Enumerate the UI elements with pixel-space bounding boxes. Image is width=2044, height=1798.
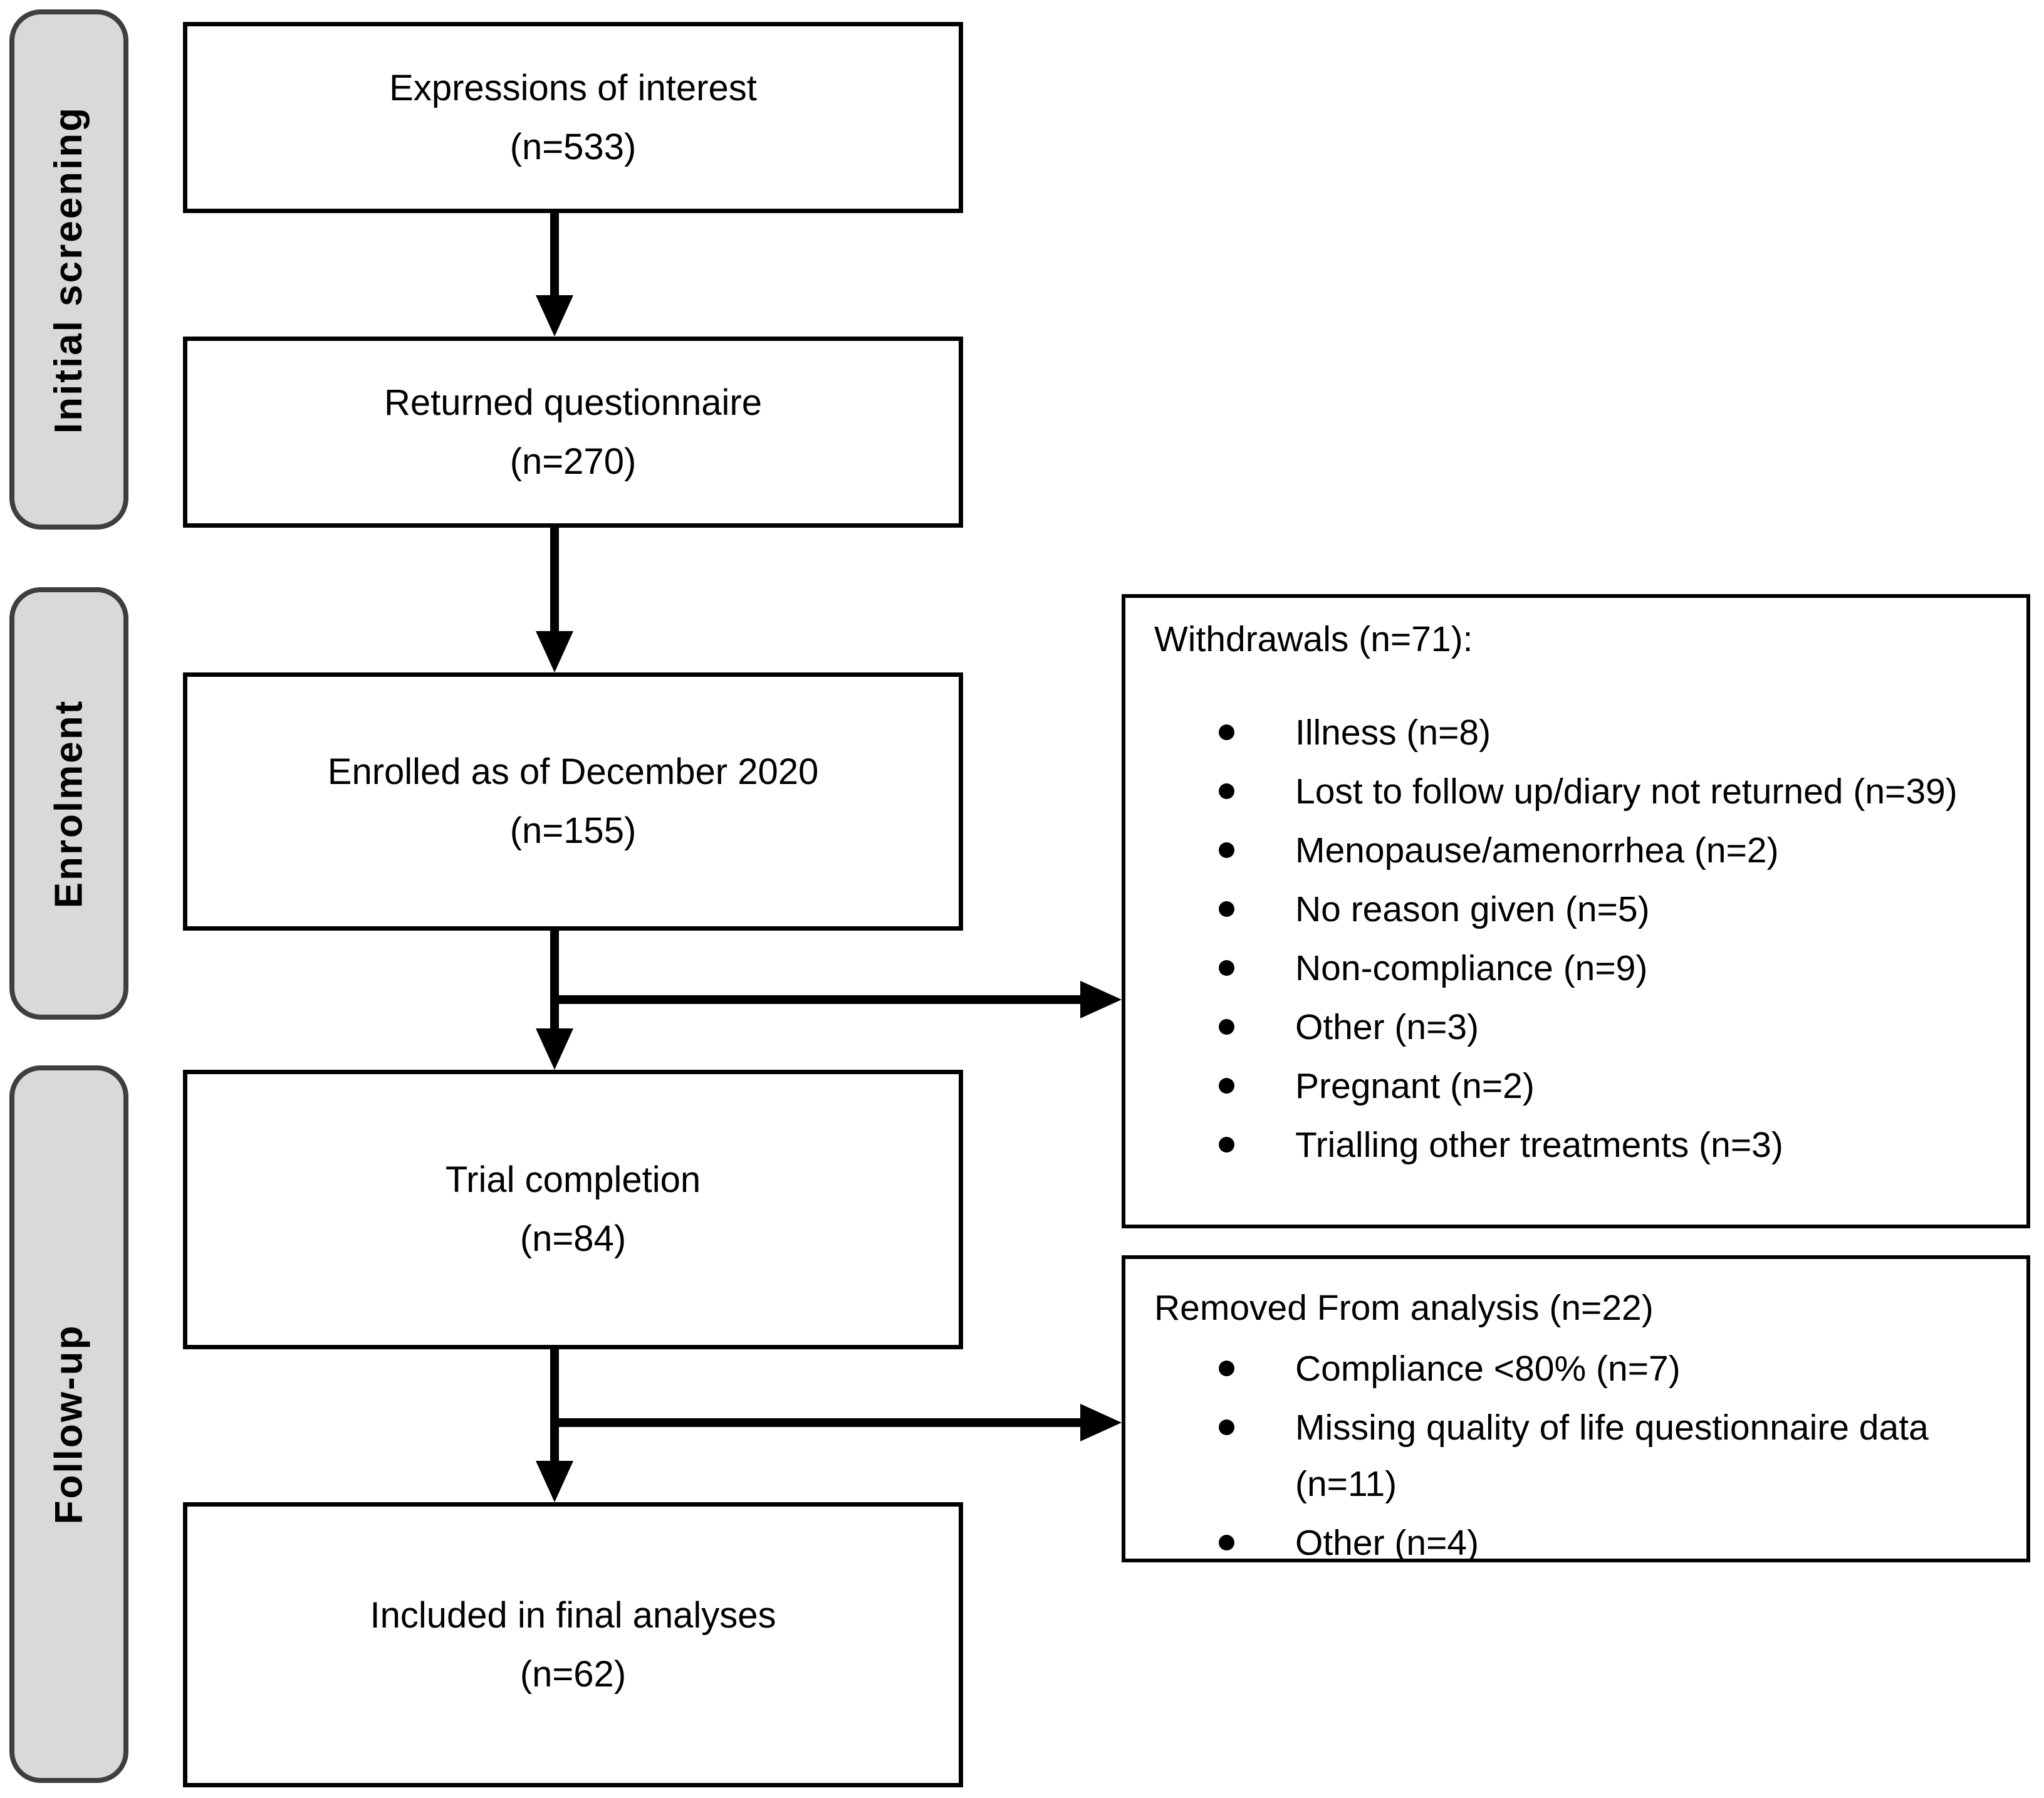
arrowhead-right-removed [1080,1404,1122,1441]
list-item: Non-compliance (n=9) [1219,940,2003,996]
list-item: Lost to follow up/diary not returned (n=… [1219,763,2003,820]
removed-from-analysis-list: Compliance <80% (n=7)Missing quality of … [1154,1341,2003,1571]
withdrawals-box: Withdrawals (n=71): Illness (n=8)Lost to… [1122,594,2030,1228]
flow-box-title: Enrolled as of December 2020 [327,751,819,792]
stage-enrolment: Enrolment [9,587,128,1020]
stage-initial-screening: Initial screening [9,9,128,530]
stage-follow-up-label: Follow-up [47,1324,91,1525]
arrowhead-right-withdrawals [1080,981,1122,1018]
stage-initial-screening-label: Initial screening [47,105,91,434]
list-item: Trialling other treatments (n=3) [1219,1117,2003,1173]
arrow-shaft-box2-box3 [550,528,559,635]
flow-box-count: (n=270) [509,441,637,482]
flow-box-title: Expressions of interest [389,67,757,108]
list-item: Other (n=3) [1219,999,2003,1055]
flow-box-trial-completion: Trial completion (n=84) [183,1070,963,1349]
withdrawals-title: Withdrawals (n=71): [1154,619,1473,659]
removed-from-analysis-box: Removed From analysis (n=22) Compliance … [1122,1255,2030,1563]
list-item: Other (n=4) [1219,1515,2003,1571]
removed-from-analysis-title: Removed From analysis (n=22) [1154,1288,1654,1328]
flow-box-count: (n=62) [519,1653,627,1695]
list-item: Pregnant (n=2) [1219,1058,2003,1114]
arrow-shaft-box4-box5 [550,1349,559,1463]
withdrawals-list: Illness (n=8)Lost to follow up/diary not… [1154,704,2003,1173]
flow-box-enrolled: Enrolled as of December 2020 (n=155) [183,672,963,931]
list-item: No reason given (n=5) [1219,881,2003,938]
flow-box-included-final-analyses: Included in final analyses (n=62) [183,1502,963,1787]
arrowhead-down-box3 [536,631,573,672]
branch-line-removed [550,1418,1088,1427]
list-item: Compliance <80% (n=7) [1219,1341,2003,1397]
flow-box-count: (n=84) [519,1218,627,1259]
branch-line-withdrawals [550,995,1088,1004]
stage-follow-up: Follow-up [9,1065,128,1783]
arrowhead-down-box2 [536,295,573,337]
flow-box-title: Returned questionnaire [384,382,762,423]
arrow-shaft-box3-box4 [550,931,559,1031]
flow-box-title: Included in final analyses [370,1594,776,1636]
arrowhead-down-box4 [536,1028,573,1070]
flow-box-returned-questionnaire: Returned questionnaire (n=270) [183,337,963,528]
arrowhead-down-box5 [536,1461,573,1502]
list-item: Menopause/amenorrhea (n=2) [1219,822,2003,879]
arrow-shaft-box1-box2 [550,213,559,300]
list-item: Missing quality of life questionnaire da… [1219,1399,2003,1512]
list-item: Illness (n=8) [1219,704,2003,761]
stage-enrolment-label: Enrolment [47,699,91,908]
flow-box-count: (n=155) [509,810,637,851]
flow-box-title: Trial completion [445,1159,701,1200]
flow-box-count: (n=533) [509,126,637,167]
flow-box-expressions-of-interest: Expressions of interest (n=533) [183,22,963,213]
